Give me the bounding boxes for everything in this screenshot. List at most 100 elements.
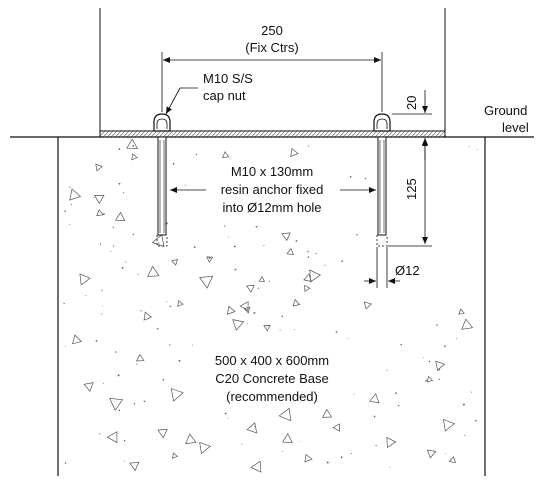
aggregate-dot	[445, 453, 447, 455]
aggregate-stone	[114, 211, 126, 221]
aggregate-stone	[278, 407, 292, 422]
aggregate-stone	[226, 305, 236, 315]
aggregate-stone	[222, 151, 230, 159]
aggregate-dot	[335, 331, 338, 333]
aggregate-stone	[304, 284, 311, 293]
aggregate-dot	[389, 466, 391, 468]
ground-label-line1: Ground	[484, 103, 527, 118]
aggregate-stone	[304, 453, 313, 463]
aggregate-dot	[234, 268, 237, 271]
aggregate-stone	[435, 360, 446, 371]
aggregate-dot	[263, 244, 265, 246]
aggregate-dot	[99, 243, 102, 245]
aggregate-stone	[263, 325, 271, 332]
aggregate-stone	[177, 299, 184, 307]
aggregate-dot	[254, 425, 256, 427]
aggregate-dot	[397, 404, 400, 407]
depth-dim-label: 125	[404, 178, 419, 200]
aggregate-stone	[281, 232, 291, 242]
aggregate-dot	[428, 360, 431, 363]
aggregate-dot	[395, 392, 397, 394]
aggregate-stone	[448, 456, 457, 464]
concrete-base-outline	[57, 137, 486, 476]
aggregate-stone	[185, 433, 197, 445]
aggregate-dot	[341, 260, 344, 262]
aggregate-dot	[100, 313, 102, 315]
aggregate-dot	[125, 261, 127, 263]
aggregate-dot	[307, 256, 310, 258]
aggregate-dot	[228, 236, 230, 238]
aggregate-dot	[349, 176, 352, 178]
aggregate-stone	[258, 275, 266, 282]
concrete-aggregate	[63, 138, 478, 473]
aggregate-dot	[255, 225, 258, 228]
aggregate-stone	[292, 298, 301, 307]
height-dim-label: 20	[404, 96, 419, 110]
aggregate-stone	[250, 460, 262, 473]
aggregate-dot	[246, 323, 248, 325]
aggregate-dot	[132, 145, 135, 147]
aggregate-stone	[83, 382, 94, 392]
aggregate-dot	[110, 251, 112, 253]
aggregate-dot	[118, 148, 121, 150]
cap-nut-label-line1: M10 S/S	[203, 71, 253, 86]
aggregate-dot	[123, 460, 125, 462]
aggregate-dot	[132, 233, 134, 236]
aggregate-stone	[246, 422, 258, 434]
aggregate-dot	[169, 305, 172, 308]
aggregate-stone	[71, 334, 82, 345]
aggregate-dot	[162, 379, 165, 381]
aggregate-stone	[232, 319, 245, 331]
aggregate-dot	[69, 224, 71, 226]
aggregate-stone	[131, 153, 138, 161]
spacing-note-label: (Fix Ctrs)	[245, 40, 298, 55]
aggregate-dot	[241, 443, 243, 445]
aggregate-dot	[464, 434, 466, 436]
aggregate-dot	[347, 337, 349, 339]
aggregate-dot	[438, 368, 441, 371]
aggregate-dot	[315, 252, 317, 254]
aggregate-stone	[170, 388, 184, 402]
aggregate-stone	[426, 449, 437, 459]
aggregate-dot	[136, 363, 138, 365]
aggregate-dot	[324, 264, 326, 266]
aggregate-dot	[65, 345, 66, 347]
aggregate-dot	[224, 412, 227, 415]
aggregate-dot	[123, 192, 125, 194]
aggregate-dot	[444, 345, 446, 348]
aggregate-stone	[151, 234, 165, 248]
cap-nut-leader-diag	[165, 87, 181, 115]
aggregate-dot	[295, 240, 298, 242]
aggregate-dot	[308, 145, 310, 147]
aggregate-dot	[326, 461, 329, 464]
aggregate-stone	[239, 301, 249, 312]
aggregate-dot	[299, 441, 301, 443]
aggregate-dot	[103, 382, 104, 384]
aggregate-dot	[123, 439, 126, 442]
aggregate-dot	[92, 197, 94, 198]
base-label-line3: (recommended)	[226, 389, 318, 404]
aggregate-dot	[69, 186, 71, 188]
aggregate-dot	[400, 343, 402, 346]
aggregate-dot	[468, 146, 470, 148]
anchor-label-line2: resin anchor fixed	[221, 182, 324, 197]
cap-nut-label-line2: cap nut	[203, 88, 246, 103]
aggregate-dot	[353, 393, 355, 395]
aggregate-stone	[458, 308, 465, 315]
aggregate-dot	[425, 379, 427, 382]
aggregate-dot	[373, 415, 376, 418]
aggregate-dot	[474, 419, 477, 422]
spacing-dimension	[161, 52, 383, 112]
aggregate-stone	[363, 301, 372, 310]
hole-dim-label: Ø12	[395, 263, 420, 278]
aggregate-dot	[375, 444, 377, 447]
aggregate-dot	[158, 242, 160, 244]
aggregate-dot	[423, 357, 425, 359]
aggregate-dot	[356, 234, 358, 236]
aggregate-dot	[112, 245, 115, 247]
aggregate-dot	[340, 456, 343, 459]
aggregate-stone	[442, 418, 456, 432]
aggregate-dot	[224, 225, 226, 227]
aggregate-dot	[438, 378, 440, 380]
